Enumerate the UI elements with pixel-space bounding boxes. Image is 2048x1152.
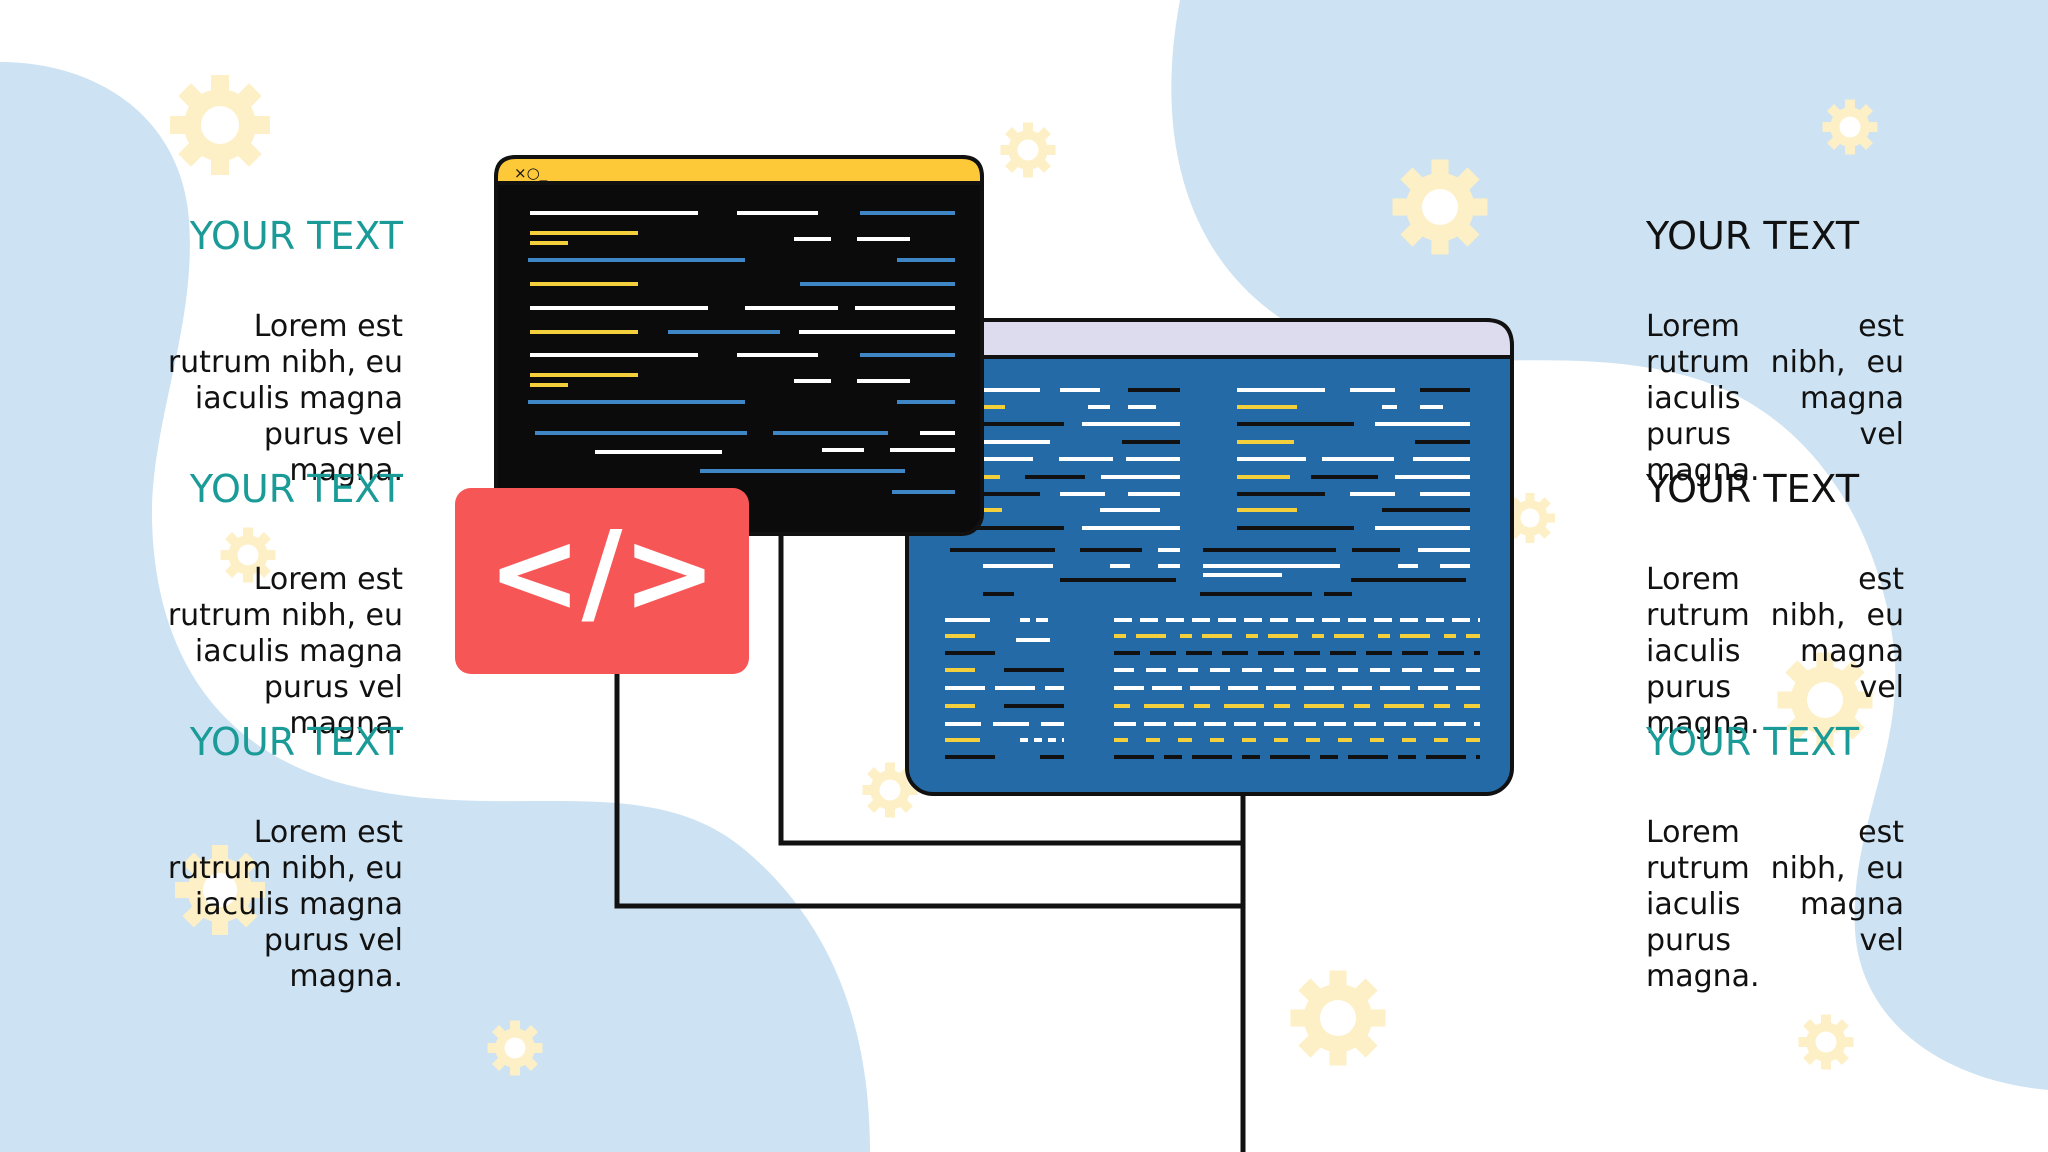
right-blob: [1171, 0, 2048, 1090]
right-body-3: Lorem est rutrum nibh, eu iaculis magna …: [1646, 815, 1904, 994]
right-heading-2: YOUR TEXT: [1646, 467, 1860, 511]
right-body-2: Lorem est rutrum nibh, eu iaculis magna …: [1646, 562, 1904, 741]
editor-window: [905, 318, 1514, 796]
left-heading-3: YOUR TEXT: [189, 720, 403, 764]
right-body-1: Lorem est rutrum nibh, eu iaculis magna …: [1646, 309, 1904, 488]
left-heading-2: YOUR TEXT: [189, 467, 403, 511]
terminal-window: ×○_: [494, 155, 984, 536]
right-heading-3: YOUR TEXT: [1646, 720, 1860, 764]
editor-code-lines: [945, 388, 1480, 759]
code-tag-icon: </>: [488, 508, 717, 638]
code-tag-badge: </>: [455, 488, 749, 674]
left-body-1: Lorem est rutrum nibh, eu iaculis magna …: [167, 309, 403, 488]
left-body-2: Lorem est rutrum nibh, eu iaculis magna …: [167, 562, 403, 741]
left-body-3: Lorem est rutrum nibh, eu iaculis magna …: [167, 815, 403, 994]
connector-lines: [614, 530, 1246, 1152]
terminal-controls-icon: ×○_: [514, 164, 548, 183]
terminal-code-lines: [528, 211, 955, 494]
right-heading-1: YOUR TEXT: [1646, 214, 1860, 258]
left-heading-1: YOUR TEXT: [189, 214, 403, 258]
